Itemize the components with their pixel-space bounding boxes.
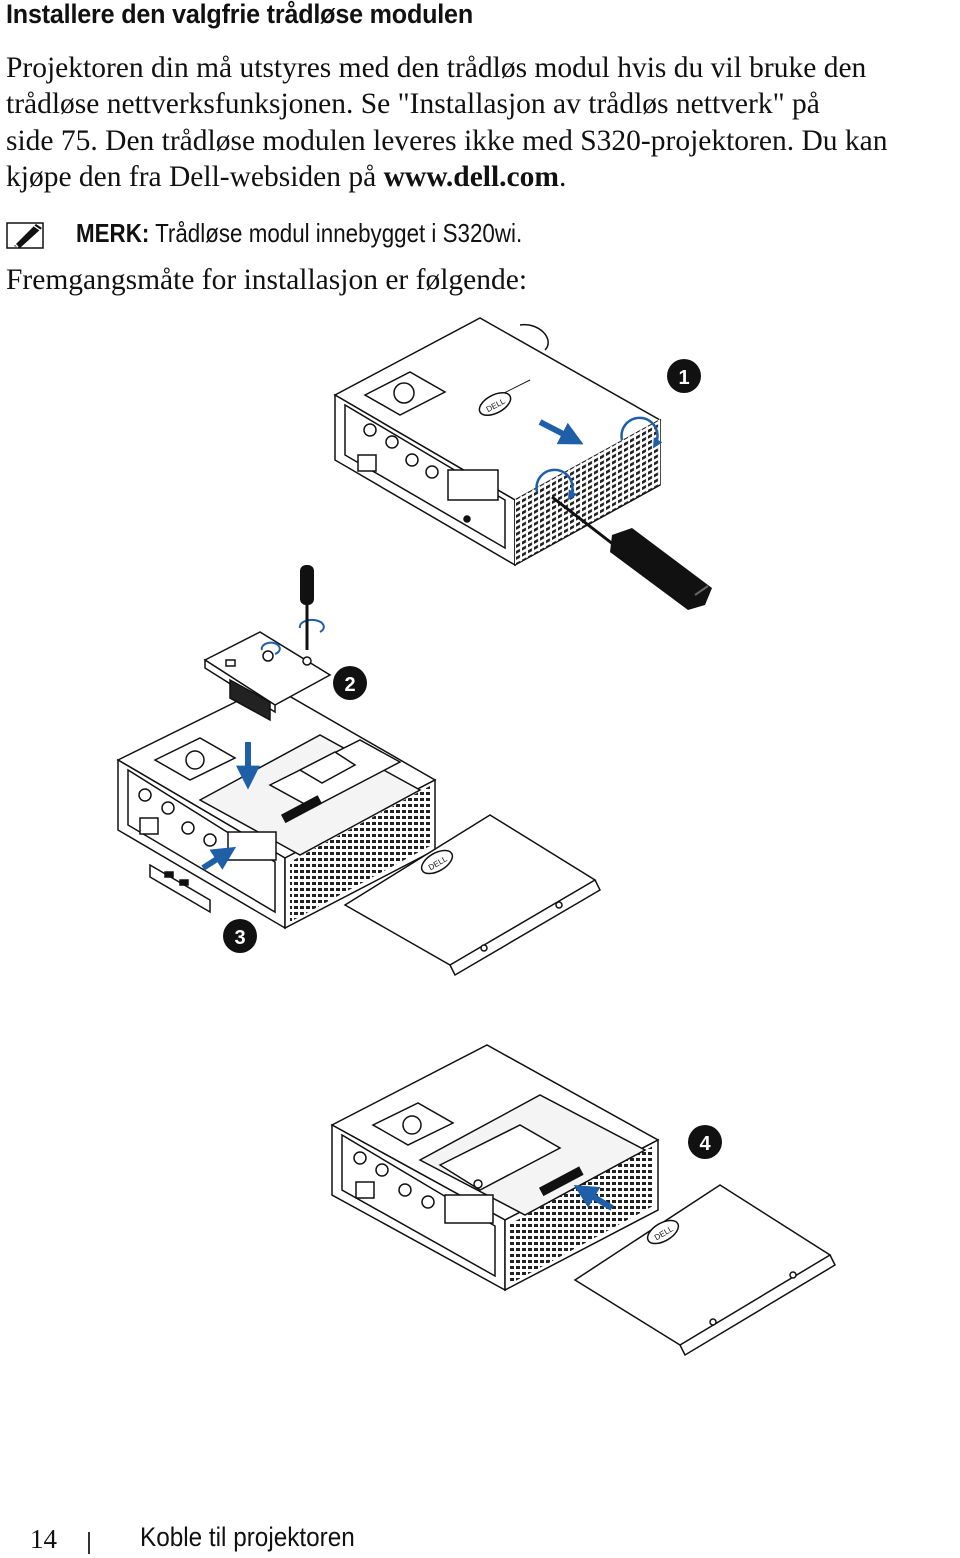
step-badge-3: 3 — [223, 919, 257, 953]
screwdriver-icon — [551, 495, 712, 610]
intro-line-4: kjøpe den fra Dell-websiden på www.dell.… — [6, 159, 960, 195]
svg-text:1: 1 — [678, 367, 689, 389]
note-pencil-icon — [6, 222, 44, 249]
note-text: MERK: Trådløse modul innebygget i S320wi… — [76, 218, 522, 249]
intro-line-2: trådløse nettverksfunksjonen. Se "Instal… — [6, 88, 820, 121]
io-bracket — [149, 863, 211, 914]
svg-text:3: 3 — [234, 927, 245, 949]
step-badge-4: 4 — [688, 1125, 722, 1159]
footer-separator — [88, 1532, 90, 1554]
note-box: MERK: Trådløse modul innebygget i S320wi… — [6, 218, 706, 254]
projector-step-1: DELL — [333, 317, 663, 567]
intro-line-3: side 75. Den trådløse modulen leveres ik… — [6, 124, 888, 157]
page-number: 14 — [30, 1524, 57, 1554]
page-footer: 14 Koble til projektoren — [0, 1518, 960, 1558]
note-body: Trådløse modul innebygget i S320wi. — [149, 218, 523, 248]
svg-text:4: 4 — [699, 1133, 711, 1155]
intro-line-1: Projektoren din må utstyres med den tråd… — [6, 52, 867, 84]
dell-website-link[interactable]: www.dell.com — [383, 161, 559, 194]
steps-intro: Fremgangsmåte for installasjon er følgen… — [6, 264, 528, 296]
installation-illustration: DELL 1 — [116, 317, 836, 1357]
cover-panel-step-4: DELL — [573, 1184, 836, 1357]
step-badge-2: 2 — [333, 666, 367, 700]
note-label: MERK: — [76, 218, 150, 248]
cover-panel-step-2: DELL — [343, 814, 601, 977]
small-screwdriver-icon — [300, 565, 314, 650]
section-heading: Installere den valgfrie trådløse modulen — [6, 0, 473, 29]
intro-line-4-text: kjøpe den fra Dell-websiden på — [6, 161, 384, 194]
step-badge-1: 1 — [667, 359, 701, 393]
svg-text:2: 2 — [344, 674, 355, 696]
intro-line-4-period: . — [558, 161, 567, 194]
intro-paragraph: Projektoren din må utstyres med den tråd… — [6, 50, 960, 196]
wireless-module-board — [203, 618, 332, 722]
projector-step-4 — [330, 1044, 660, 1292]
footer-section-title: Koble til projektoren — [140, 1522, 355, 1552]
projector-step-2 — [116, 684, 437, 930]
